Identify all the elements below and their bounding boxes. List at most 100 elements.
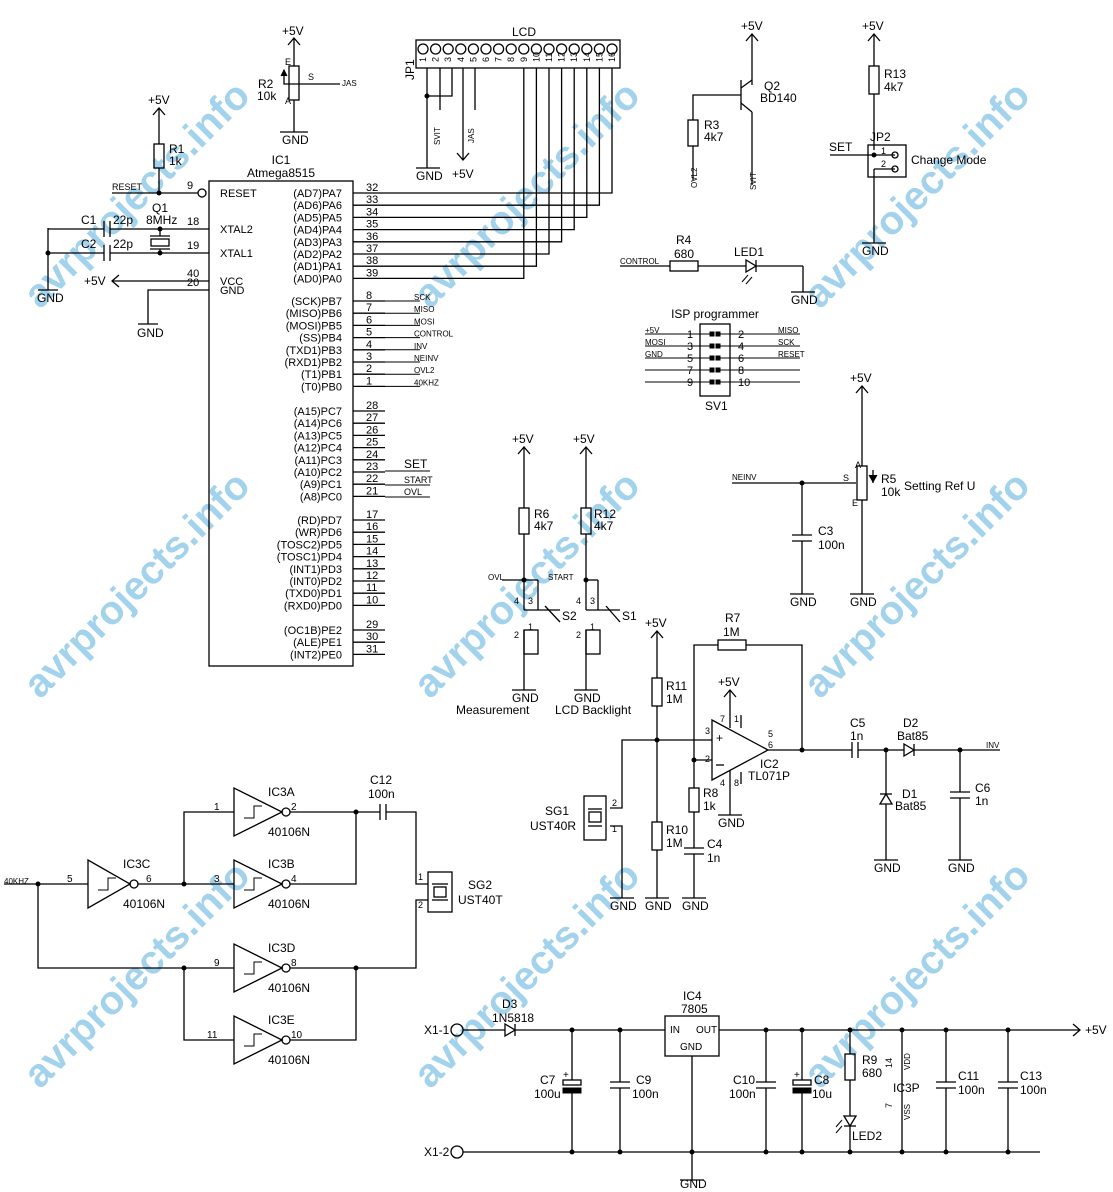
s1-pin3: 3 — [590, 596, 595, 606]
isp-pin-num: 2 — [738, 329, 744, 341]
r5-label: Setting Ref U — [904, 479, 975, 493]
gnd-label: GND — [512, 691, 539, 705]
ic3p-vss: VSS — [903, 1104, 912, 1120]
ic1-pin-num: 39 — [366, 267, 378, 279]
ic1-pin-num: 23 — [366, 461, 378, 473]
isp-pin-num: 10 — [738, 377, 750, 389]
r12-ref: R12 — [594, 507, 616, 521]
ic3e-pin-out: 10 — [291, 1030, 303, 1041]
q2-value: BD140 — [760, 91, 797, 105]
r5-c3: +5V GND A E S R5 10k Setting Ref U NEINV… — [732, 371, 975, 609]
ic1-pin-num: 5 — [366, 327, 372, 339]
ic3b-pin-out: 4 — [291, 874, 297, 885]
vcc-label: +5V — [850, 371, 872, 385]
c12-value: 100n — [368, 787, 395, 801]
ic2-pin8: 8 — [734, 778, 739, 788]
gnd-label: GND — [790, 595, 817, 609]
r2-ref: R2 — [258, 77, 274, 91]
c10-ref: C10 — [733, 1073, 755, 1087]
ic1-pin-label: (INT0)PD2 — [289, 576, 342, 588]
ic3c-pin-out: 6 — [146, 874, 152, 885]
sg2-ref: SG2 — [468, 878, 492, 892]
r11-ref: R11 — [666, 679, 687, 693]
ic1-pin-label: (T0)PB0 — [301, 381, 342, 393]
lcd-pin-num: 13 — [569, 52, 579, 62]
isp-net-right: SCK — [778, 338, 795, 347]
crystal-section: C1 22p C2 22p Q1 8MHz GND +5V GND — [37, 201, 209, 340]
ic1-pin-num: 30 — [366, 631, 378, 643]
ic3d-ref: IC3D — [268, 941, 296, 955]
c6-ref: C6 — [975, 781, 991, 795]
ic1-pin-num: 13 — [366, 558, 378, 570]
gnd-label: GND — [680, 1177, 707, 1191]
watermark: avrprojects.info — [795, 73, 1038, 316]
ic1-pin-label: (A9)PC1 — [300, 479, 342, 491]
vcc-label: +5V — [512, 432, 534, 446]
r5-pin-a: A — [855, 460, 861, 470]
c8-ref: C8 — [814, 1073, 830, 1087]
r7-value: 1M — [723, 625, 740, 639]
ic1-pin-num: 16 — [366, 521, 378, 533]
net-40khz: 40KHZ — [4, 877, 29, 886]
watermark: avrprojects.info — [15, 853, 258, 1096]
r2-pin-e: E — [285, 57, 291, 67]
ic1-pin-num: 10 — [366, 594, 378, 606]
lcd-title: LCD — [512, 25, 536, 39]
net-control: CONTROL — [620, 257, 660, 266]
ic1-pin-num: 26 — [366, 424, 378, 436]
lcd-pin-num: 3 — [443, 57, 453, 62]
isp-net-right: RESET — [778, 350, 805, 359]
isp-net-left: GND — [645, 350, 663, 359]
receiver: +5V R11 1M R10 1M GND GND 2 1 SG1 UST40R… — [530, 611, 1000, 913]
lcd-pin-num: 7 — [494, 57, 504, 62]
c9-ref: C9 — [636, 1073, 652, 1087]
vcc-label: +5V — [1085, 1023, 1107, 1037]
ic1-pin-label: (INT1)PD3 — [289, 564, 342, 576]
ic3p-pin7: 7 — [884, 1103, 894, 1108]
ic1-pin-label: (AD5)PA5 — [293, 212, 342, 224]
ic1-pin-num: 25 — [366, 437, 378, 449]
ic1-pin-num: 35 — [366, 219, 378, 231]
r8-value: 1k — [703, 799, 717, 813]
ic1-pin-label: (TOSC1)PD4 — [277, 552, 342, 564]
r2-value: 10k — [257, 89, 277, 103]
ic1-pin-num: 2 — [366, 363, 372, 375]
r13-value: 4k7 — [884, 80, 904, 94]
ic1-pin-num: 17 — [366, 509, 378, 521]
watermark: avrprojects.info — [405, 463, 648, 706]
ic1: IC1 Atmega8515 9RESET18XTAL219XTAL140VCC… — [187, 68, 613, 667]
net-inv: INV — [986, 741, 1000, 750]
isp-pin-num: 5 — [687, 353, 693, 365]
c7-ref: C7 — [540, 1073, 556, 1087]
ic3e-pin-in: 11 — [207, 1030, 218, 1041]
gnd-label: GND — [416, 169, 443, 183]
r3-ref: R3 — [704, 118, 720, 132]
x1-1: X1-1 — [424, 1023, 450, 1037]
ic1-pin-num: 21 — [366, 485, 378, 497]
gnd-label: GND — [137, 326, 164, 340]
c7-value: 100u — [534, 1087, 561, 1101]
lcd-pin-num: 9 — [519, 57, 529, 62]
isp-net-left: MOSI — [645, 338, 665, 347]
ic3c-value: 40106N — [123, 897, 165, 911]
ic1-pin-num: 36 — [366, 231, 378, 243]
net-jas: JAS — [467, 128, 476, 143]
ic1-pin-label: XTAL1 — [220, 248, 253, 260]
ic1-pin-num: 11 — [366, 582, 377, 594]
c2-value: 22p — [113, 237, 133, 251]
c11-value: 100n — [958, 1083, 985, 1097]
c11-ref: C11 — [958, 1069, 979, 1083]
r13-jp2: +5V R13 4k7 GND JP2 SET 1 2 Change Mode — [829, 19, 987, 258]
ic3e-ref: IC3E — [268, 1013, 295, 1027]
ic3c-ref: IC3C — [123, 857, 151, 871]
r11-value: 1M — [666, 692, 683, 706]
isp-pin-num: 1 — [687, 329, 693, 341]
ic1-pin-label: (A12)PC4 — [294, 443, 342, 455]
c8-value: 10u — [812, 1087, 832, 1101]
net-jas: JAS — [342, 79, 357, 88]
d1-ref: D1 — [902, 787, 918, 801]
ic1-pin-label: VCC — [220, 276, 243, 288]
d1-value: Bat85 — [895, 799, 927, 813]
